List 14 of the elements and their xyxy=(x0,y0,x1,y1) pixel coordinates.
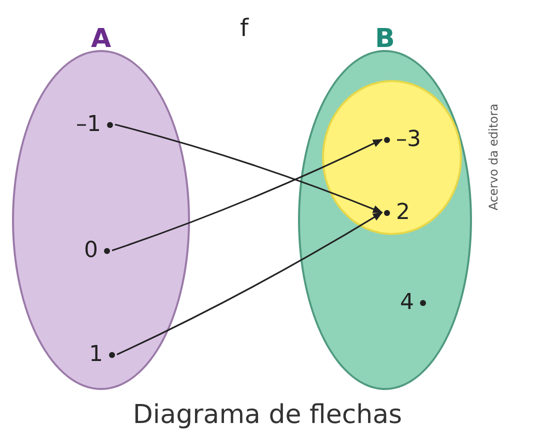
element-label: 0 xyxy=(84,238,98,263)
arrow xyxy=(114,124,383,214)
element-label: –3 xyxy=(396,127,421,152)
element-label: –1 xyxy=(76,112,101,137)
set-name: B xyxy=(375,24,395,54)
set-name: A xyxy=(91,24,112,54)
credit-text: Acervo da editora xyxy=(486,104,500,210)
element-label: 1 xyxy=(89,342,103,367)
function-name: f xyxy=(240,14,248,42)
caption: Diagrama de flechas xyxy=(132,400,404,430)
arrow xyxy=(112,138,383,252)
element-label: 4 xyxy=(400,290,414,315)
element-label: 2 xyxy=(396,200,410,225)
arrow xyxy=(116,212,383,356)
